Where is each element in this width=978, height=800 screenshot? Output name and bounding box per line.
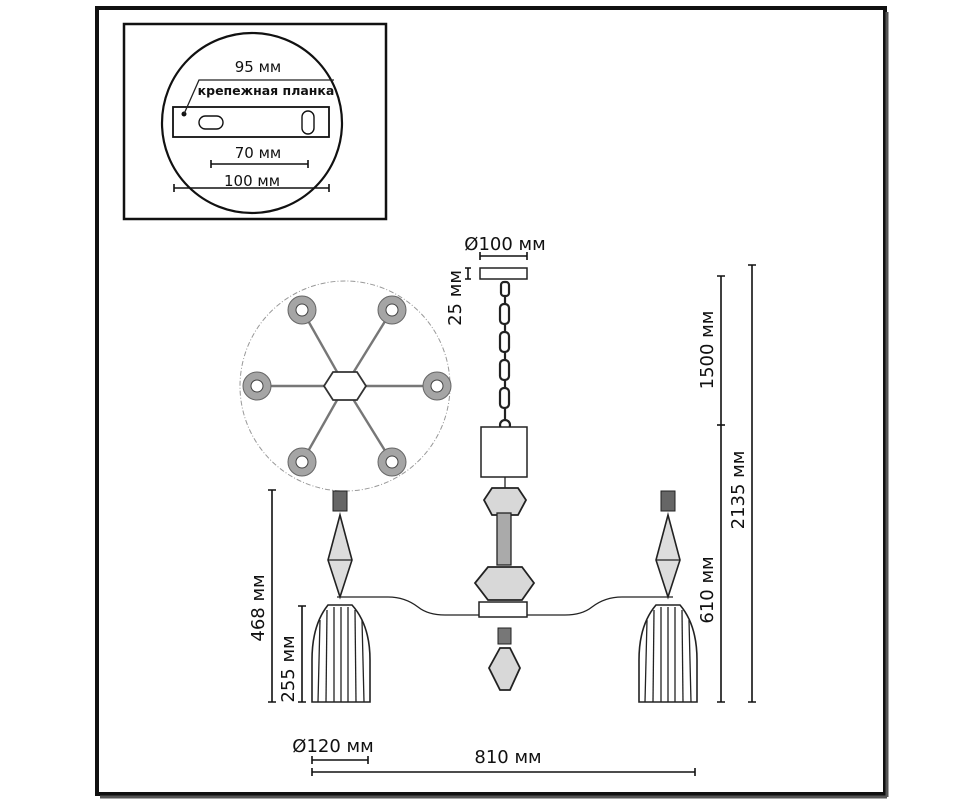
canopy-diameter-label: Ø100 мм <box>464 234 545 255</box>
dimension-lines <box>268 252 756 776</box>
dim-95-label: 95 мм <box>235 58 282 76</box>
upper-crystal <box>482 487 528 516</box>
body-height-label: 610 мм <box>697 556 718 623</box>
hub-hexagon <box>322 371 368 401</box>
hub-box <box>478 601 528 618</box>
outer-frame <box>95 6 887 796</box>
top-view <box>239 280 452 492</box>
chain <box>498 280 512 432</box>
shade-height-label: 255 мм <box>278 635 299 702</box>
lamp-height-label: 468 мм <box>248 574 269 641</box>
slot-horizontal <box>198 115 224 130</box>
chandelier-front-view <box>311 267 698 703</box>
mounting-plate <box>172 106 330 138</box>
dim-70-label: 70 мм <box>235 144 282 162</box>
total-height-label: 2135 мм <box>728 451 749 530</box>
slot-vertical <box>301 110 315 135</box>
total-width-label: 810 мм <box>474 747 541 768</box>
lower-connector <box>497 627 512 645</box>
right-arm <box>527 596 673 616</box>
canopy-height-label: 25 мм <box>445 270 466 326</box>
middle-crystal <box>473 566 536 601</box>
pendant-crystal <box>487 647 521 691</box>
body-cylinder <box>480 426 528 478</box>
rod <box>496 512 512 566</box>
left-lamp <box>311 490 371 703</box>
leader-line <box>183 79 334 115</box>
plate-label: крепежная планка <box>198 83 335 98</box>
left-arm <box>337 596 480 616</box>
dim-100-label: 100 мм <box>224 172 280 190</box>
canopy <box>479 267 528 280</box>
mounting-plate-inset: 95 мм крепежная планка 70 мм 100 мм <box>122 22 388 221</box>
shade-diameter-label: Ø120 мм <box>292 736 373 757</box>
right-lamp <box>638 490 698 703</box>
chain-length-label: 1500 мм <box>697 311 718 390</box>
